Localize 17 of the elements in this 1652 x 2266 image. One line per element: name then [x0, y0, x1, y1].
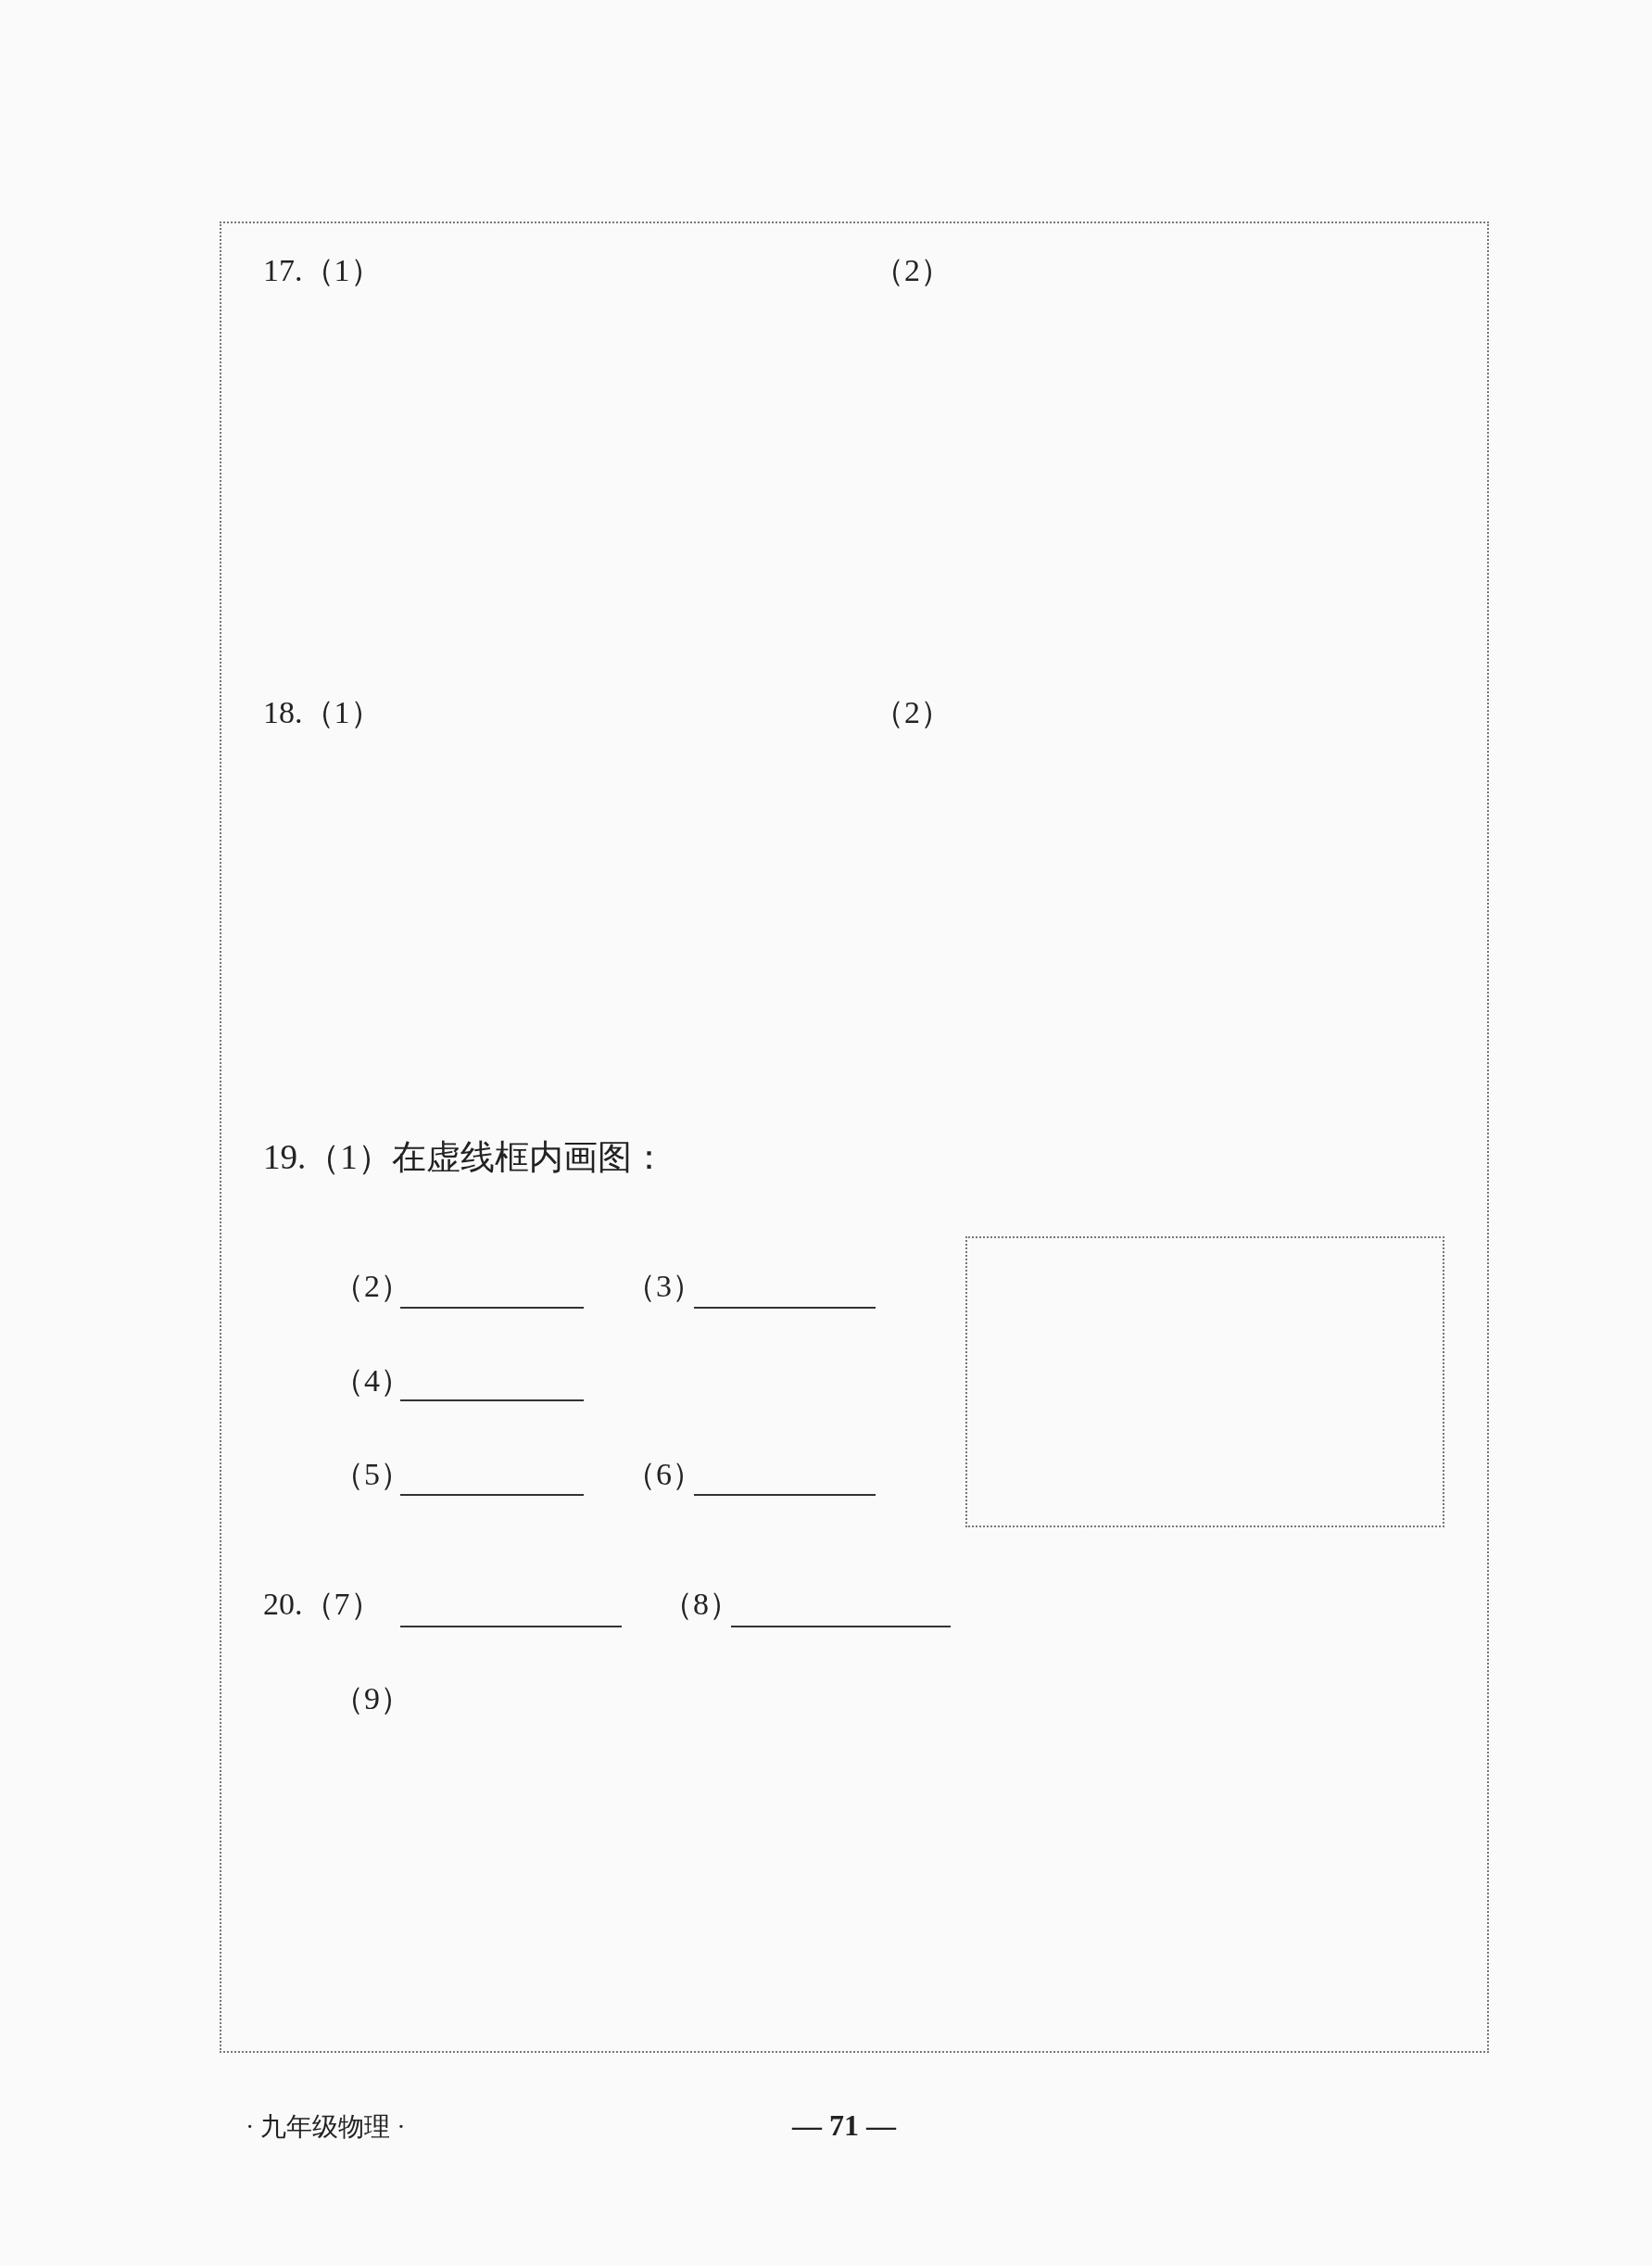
question-prompt: 19.（1）在虚线框内画图：	[263, 1139, 666, 1176]
sub-question-number: （5）	[333, 1456, 411, 1493]
sub-question-number: （9）	[333, 1680, 411, 1717]
sub-question-number: （2）	[873, 694, 952, 731]
sub-question-number: （8）	[662, 1586, 740, 1623]
answer-frame	[220, 222, 1489, 2053]
sub-question-number: （3）	[624, 1268, 703, 1305]
page-number: — 71 —	[792, 2108, 896, 2144]
question-number: 18.（1）	[263, 694, 382, 731]
drawing-box	[965, 1236, 1444, 1527]
sub-question-number: （4）	[333, 1362, 411, 1399]
footer-text: · 九年级物理 ·	[246, 2111, 406, 2143]
sub-question-number: （2）	[873, 252, 952, 289]
sub-question-number: （6）	[624, 1456, 703, 1493]
question-number: 17.（1）	[263, 252, 382, 289]
question-number: 20.（7）	[263, 1586, 382, 1623]
sub-question-number: （2）	[333, 1268, 411, 1305]
